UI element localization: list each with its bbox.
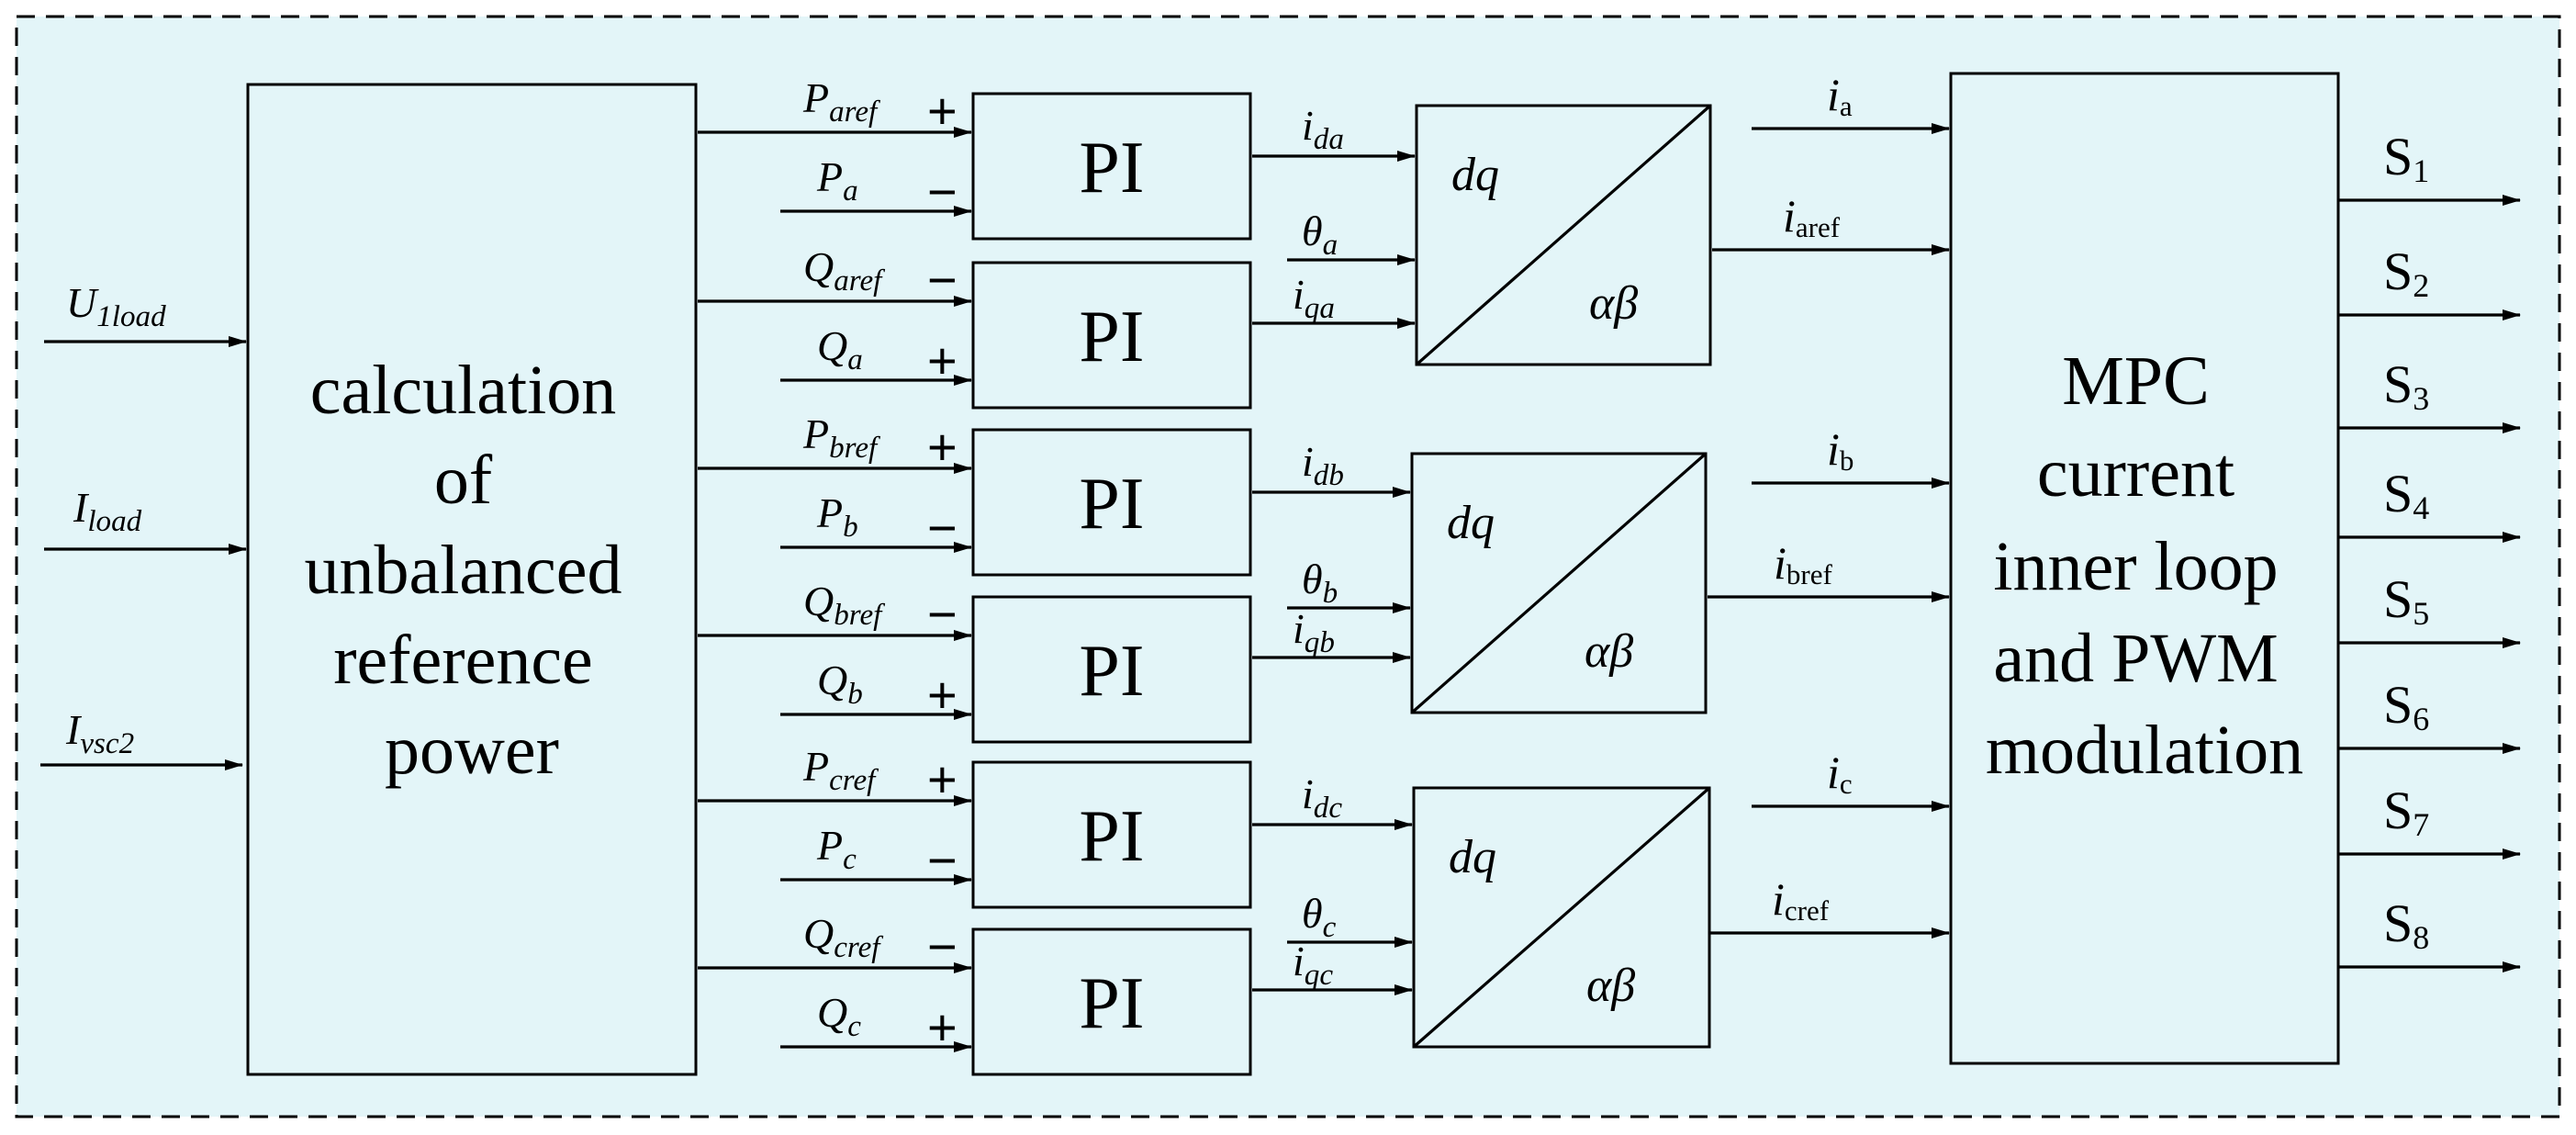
calc-line-1: calculation: [310, 352, 616, 429]
transform-alphabeta-label-1: αβ: [1589, 277, 1638, 330]
transform-dq-label-1: dq: [1451, 149, 1499, 201]
pi-sign-bottom-4: +: [927, 666, 958, 724]
transform-in-q-label-3: iqc: [1293, 938, 1333, 992]
transform-diagonal-2: [1410, 452, 1708, 714]
transform-theta-label-2: θb: [1302, 556, 1338, 610]
calc-line-3: unbalanced: [304, 532, 622, 609]
transform-dq-label-3: dq: [1449, 831, 1496, 883]
pi-sign-top-6: −: [927, 917, 958, 975]
mpc-input-label-2: iaref: [1783, 190, 1841, 243]
pi-meas-label-6: Qc: [817, 989, 861, 1043]
transform-theta-label-1: θa: [1302, 208, 1338, 262]
mpc-input-signals: ia iaref ib ibref ic icref: [1708, 69, 1950, 938]
transform-theta-label-3: θc: [1302, 890, 1337, 944]
pi-ref-label-5: Pcref: [802, 743, 879, 797]
pi-ref-label-6: Qcref: [803, 910, 884, 964]
output-label-s2: S2: [2383, 242, 2429, 304]
pi-block-1: [971, 92, 1252, 241]
pi-sign-bottom-6: +: [927, 998, 958, 1056]
mpc-line-4: and PWM: [1993, 620, 2278, 697]
pi-block-2: [971, 261, 1252, 410]
pi-ref-label-1: Paref: [802, 74, 881, 129]
pi-block-4: [971, 595, 1252, 744]
pi-sign-top-5: +: [927, 750, 958, 808]
pi-block-label: PI: [1079, 297, 1144, 377]
output-label-s4: S4: [2383, 464, 2429, 526]
pi-sign-bottom-2: +: [927, 332, 958, 389]
pi-sign-top-3: +: [927, 418, 958, 476]
pi-block-label: PI: [1079, 464, 1144, 545]
output-label-s8: S8: [2383, 893, 2429, 956]
pi-ref-label-4: Qbref: [803, 578, 886, 632]
mpc-input-label-5: ic: [1827, 747, 1853, 800]
mpc-line-2: current: [2037, 434, 2234, 511]
mpc-input-label-6: icref: [1772, 873, 1830, 927]
pi-block-label: PI: [1079, 631, 1144, 712]
calculation-block-text: calculation of unbalanced reference powe…: [304, 352, 639, 789]
output-label-s3: S3: [2383, 354, 2429, 417]
pi-sign-bottom-3: −: [927, 499, 958, 556]
transform-alphabeta-label-2: αβ: [1585, 625, 1633, 678]
pi-sign-bottom-1: −: [927, 163, 958, 220]
transform-in-q-label-2: iqb: [1293, 605, 1335, 659]
mpc-block-text: MPC current inner loop and PWM modulatio…: [1986, 343, 2303, 789]
pi-block-label: PI: [1079, 796, 1144, 877]
calc-line-5: power: [385, 712, 559, 789]
transform-diagonal-3: [1412, 786, 1711, 1049]
input-label-iload: Iload: [73, 484, 142, 538]
transform-in-d-label-3: idc: [1302, 770, 1342, 825]
pi-ref-label-3: Pbref: [802, 410, 881, 465]
pi-meas-label-2: Qa: [817, 322, 863, 376]
mpc-input-label-4: ibref: [1774, 537, 1832, 590]
mpc-line-3: inner loop: [1993, 528, 2278, 605]
pi-meas-label-4: Qb: [817, 657, 863, 711]
output-label-s7: S7: [2383, 781, 2429, 843]
calc-line-2: of: [434, 442, 493, 519]
transform-in-d-label-1: ida: [1302, 102, 1344, 156]
calculation-block: [246, 83, 698, 1076]
pi-sign-top-4: −: [927, 585, 958, 643]
calc-line-4: reference: [333, 622, 593, 699]
pi-sign-top-1: +: [927, 82, 958, 140]
pi-ref-label-2: Qaref: [803, 243, 886, 298]
pi-block-6: [971, 927, 1252, 1076]
mpc-block: [1949, 72, 2340, 1065]
mpc-line-1: MPC: [2062, 343, 2210, 420]
pi-block-3: [971, 428, 1252, 577]
pi-sign-top-2: −: [927, 251, 958, 309]
input-label-u1load: U1load: [66, 279, 166, 333]
pi-block-label: PI: [1079, 963, 1144, 1044]
output-label-s1: S1: [2383, 127, 2429, 189]
input-label-ivsc2: Ivsc2: [65, 706, 134, 760]
pi-block-label: PI: [1079, 128, 1144, 208]
transform-dq-label-2: dq: [1447, 497, 1495, 549]
transform-in-q-label-1: iqa: [1293, 271, 1335, 325]
transform-diagonal-1: [1415, 104, 1712, 366]
pi-meas-label-3: Pb: [816, 489, 858, 544]
pi-meas-label-1: Pa: [816, 153, 858, 208]
mpc-input-label-3: ib: [1827, 423, 1854, 477]
pi-sign-bottom-5: −: [927, 831, 958, 889]
transform-alphabeta-label-3: αβ: [1586, 960, 1635, 1012]
pi-meas-label-5: Pc: [816, 822, 857, 876]
transform-in-d-label-2: idb: [1302, 438, 1344, 492]
output-label-s5: S5: [2383, 569, 2429, 632]
pi-block-5: [971, 760, 1252, 909]
output-label-s6: S6: [2383, 675, 2429, 737]
mpc-line-5: modulation: [1986, 712, 2303, 789]
mpc-input-label-1: ia: [1827, 69, 1853, 122]
